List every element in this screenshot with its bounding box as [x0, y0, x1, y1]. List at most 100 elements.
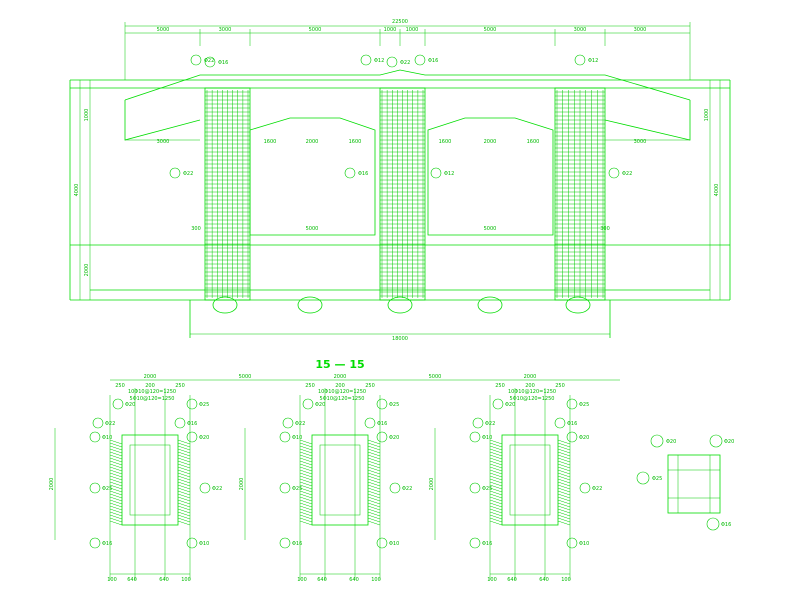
flank-hatch: [367, 475, 381, 481]
flank-hatch: [557, 460, 571, 466]
flank-hatch: [109, 475, 123, 481]
flank-hatch: [299, 466, 313, 472]
flank-hatch: [109, 460, 123, 466]
flank-hatch: [299, 481, 313, 487]
flank-hatch: [557, 496, 571, 502]
flank-hatch: [367, 442, 381, 448]
inner-dim-6: 2000: [484, 139, 497, 145]
flank-hatch: [489, 478, 503, 484]
flank-hatch: [177, 478, 191, 484]
top-dim-8: 3000: [634, 27, 647, 33]
flank-hatch: [489, 508, 503, 514]
flank-hatch: [109, 454, 123, 460]
section-tag-circle: [89, 431, 101, 443]
section-tag-label: Φ16: [567, 421, 577, 427]
flank-hatch: [109, 472, 123, 478]
section-top-dim-1: 2000: [144, 374, 157, 380]
inner-dim-1: 3000: [157, 139, 170, 145]
section-tag-circle: [376, 537, 388, 549]
flank-hatch: [489, 520, 503, 526]
flank-hatch: [489, 463, 503, 469]
core-outline: [319, 444, 361, 516]
rebar-cages: [204, 87, 606, 301]
section-tag-circle: [89, 537, 101, 549]
flank-hatch: [109, 445, 123, 451]
section-sub-dim: 250: [175, 383, 185, 389]
flank-hatch: [557, 487, 571, 493]
flank-hatch: [367, 490, 381, 496]
section-tag-label: Φ25: [199, 402, 209, 408]
section-sub-dim: 250: [495, 383, 505, 389]
section-tag-label: Φ25: [579, 402, 589, 408]
section-bottom-dim: 100: [487, 577, 497, 583]
flank-hatch: [299, 514, 313, 520]
section-tag-label: Φ16: [292, 541, 302, 547]
section-tag-label: Φ22: [212, 486, 222, 492]
section-tag-label: Φ20: [579, 435, 589, 441]
flank-hatch: [177, 490, 191, 496]
top-dim-2: 3000: [219, 27, 232, 33]
pier-outline: [554, 87, 606, 301]
flank-hatch: [557, 484, 571, 490]
flank-hatch: [489, 472, 503, 478]
rebar-tag-circle: [386, 56, 398, 68]
section-bottom-dim: 100: [107, 577, 117, 583]
flank-hatch: [367, 508, 381, 514]
flank-hatch: [367, 499, 381, 505]
flank-hatch: [489, 442, 503, 448]
flank-hatch: [299, 469, 313, 475]
section-sub-dim: 200: [525, 383, 535, 389]
flank-hatch: [367, 520, 381, 526]
flank-hatch: [109, 487, 123, 493]
detail-label-4: Φ16: [721, 522, 731, 528]
section-left-dim: 2000: [239, 478, 245, 491]
section-tag-label: Φ10: [199, 541, 209, 547]
section-tag-circle: [566, 431, 578, 443]
top-dim-1: 5000: [157, 27, 170, 33]
flank-hatch: [109, 505, 123, 511]
section-tag-label: Φ25: [292, 486, 302, 492]
rebar-tag-circle: [169, 167, 181, 179]
flank-hatch: [557, 439, 571, 445]
section-spec-2: 5Φ10@120=1250: [510, 396, 555, 402]
flank-hatch: [367, 493, 381, 499]
rebar-tag-circle: [608, 167, 620, 179]
section-tag-circle: [302, 398, 314, 410]
flank-hatch: [177, 493, 191, 499]
section-tag-label: Φ20: [315, 402, 325, 408]
flank-hatch: [367, 466, 381, 472]
flank-hatch: [177, 475, 191, 481]
section-sub-dim: 250: [365, 383, 375, 389]
flank-hatch: [177, 469, 191, 475]
section-tag-label: Φ22: [105, 421, 115, 427]
section-tag-circle: [186, 431, 198, 443]
flank-hatch: [489, 502, 503, 508]
inner-dim-4: 1600: [349, 139, 362, 145]
flank-hatch: [489, 484, 503, 490]
flank-hatch: [557, 517, 571, 523]
pier-cage-2: [379, 87, 426, 301]
flank-hatch: [557, 481, 571, 487]
section-tag-label: Φ10: [389, 541, 399, 547]
flank-hatch: [367, 478, 381, 484]
section-sub-dim: 200: [145, 383, 155, 389]
flank-hatch: [367, 454, 381, 460]
column-outline: [501, 434, 559, 526]
flank-hatch: [177, 505, 191, 511]
section-tag-circle: [186, 537, 198, 549]
flank-hatch: [557, 499, 571, 505]
flank-hatch: [489, 514, 503, 520]
section-tag-label: Φ10: [482, 435, 492, 441]
section-top-dim-4: 5000: [429, 374, 442, 380]
section-top-dim-2: 5000: [239, 374, 252, 380]
flank-hatch: [109, 478, 123, 484]
flank-hatch: [489, 439, 503, 445]
rebar-tag-circle: [190, 54, 202, 66]
rebar-tag-circle: [574, 54, 586, 66]
flank-hatch: [109, 457, 123, 463]
flank-hatch: [299, 475, 313, 481]
section-tag-label: Φ20: [505, 402, 515, 408]
flank-hatch: [489, 496, 503, 502]
flank-hatch: [367, 517, 381, 523]
flank-hatch: [109, 496, 123, 502]
